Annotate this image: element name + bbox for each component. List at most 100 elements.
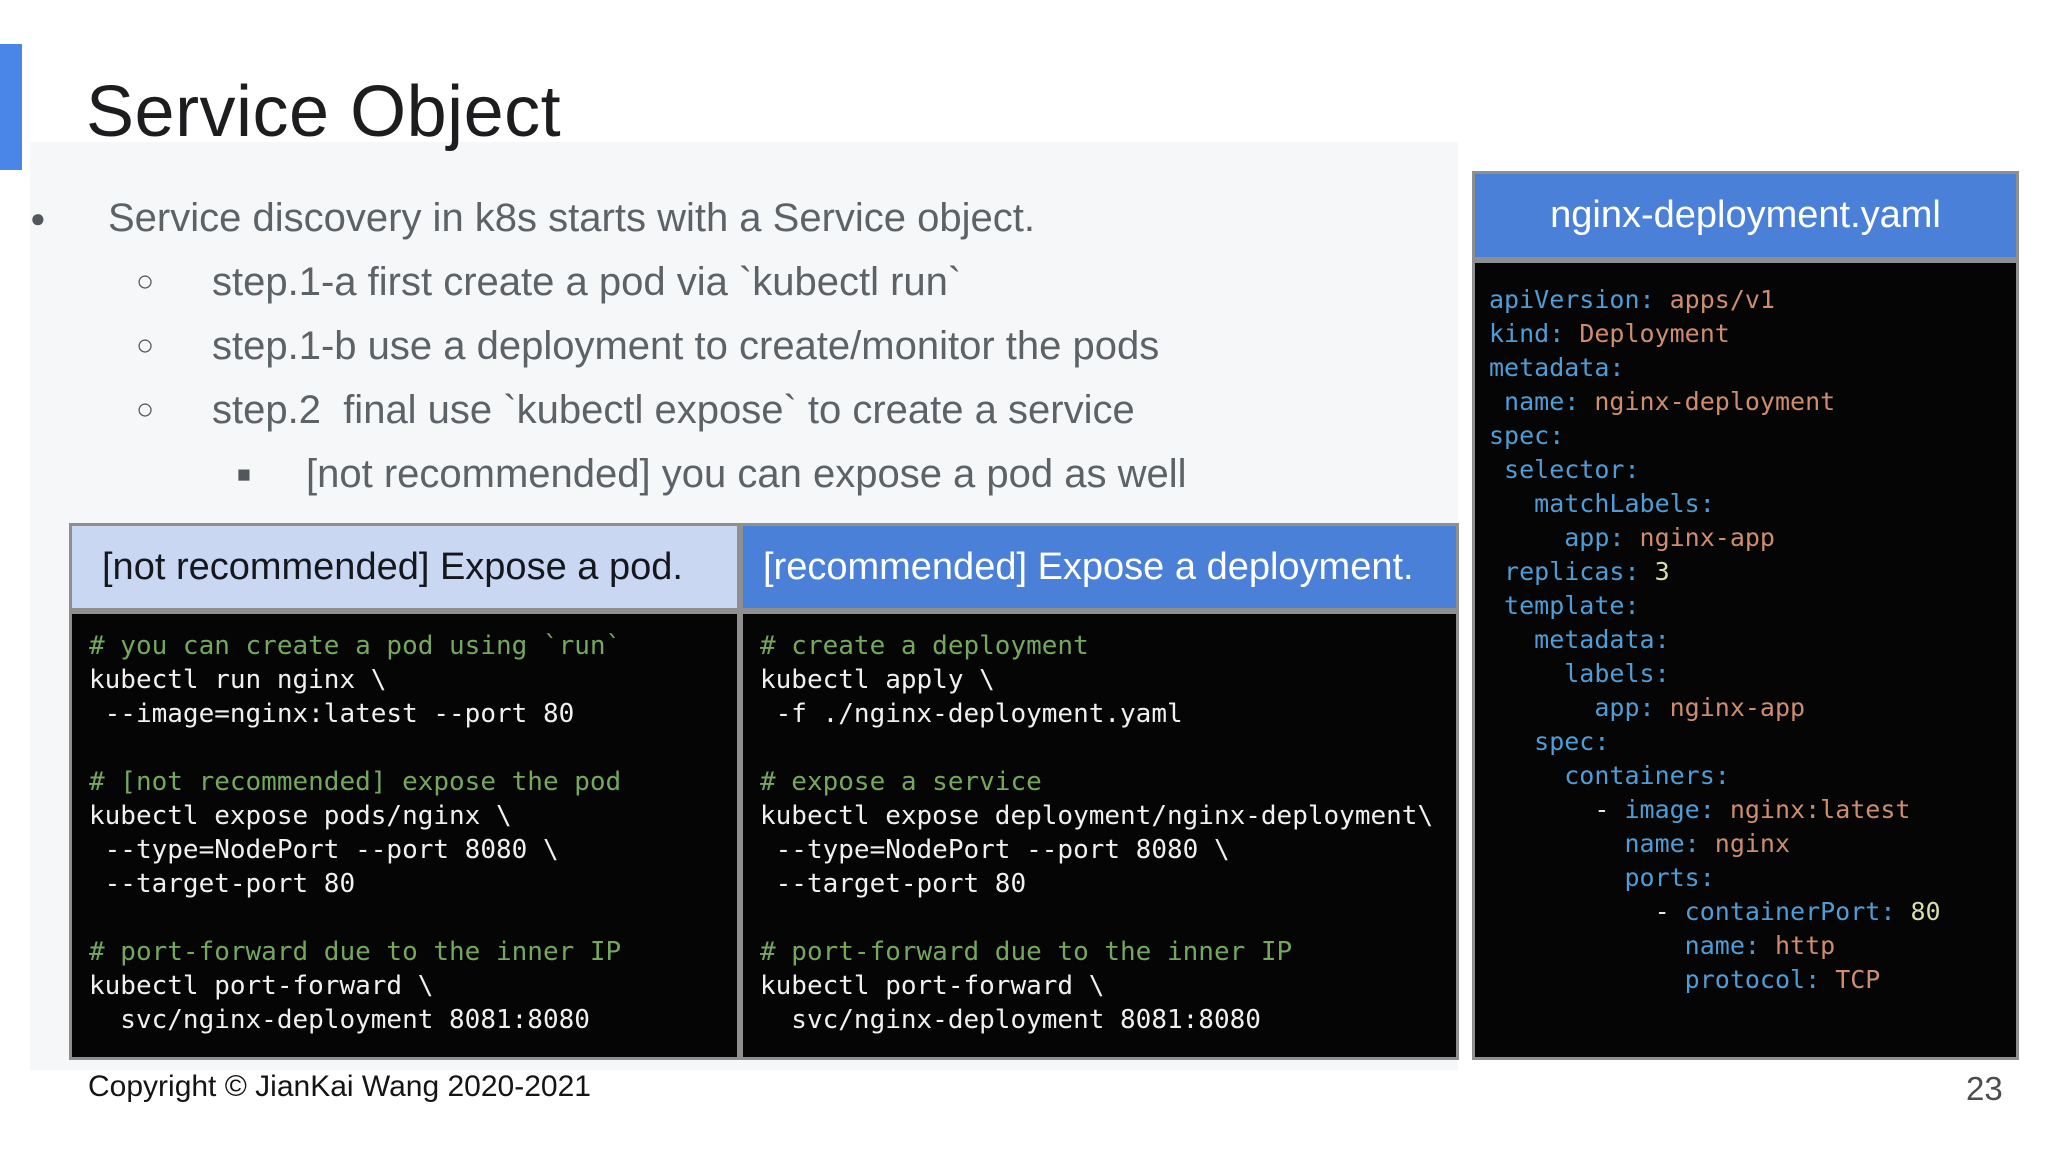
bullet-text: step.1-b use a deployment to create/moni… bbox=[212, 324, 1160, 368]
table-header-not-recommended: [not recommended] Expose a pod. bbox=[69, 523, 740, 611]
yaml-token-yk: app: bbox=[1489, 523, 1625, 552]
yaml-token-yp: - bbox=[1489, 897, 1685, 926]
yaml-token-yk: containerPort: bbox=[1684, 897, 1896, 926]
yaml-token-yv: nginx:latest bbox=[1714, 795, 1911, 824]
bullet-text: step.1-a first create a pod via `kubectl… bbox=[212, 260, 962, 304]
yaml-token-yn: 80 bbox=[1895, 897, 1941, 926]
page-title: Service Object bbox=[86, 72, 562, 152]
table-header-recommended: [recommended] Expose a deployment. bbox=[740, 523, 1459, 611]
code-line: # port-forward due to the inner IP bbox=[89, 937, 622, 967]
yaml-line: metadata: bbox=[1489, 351, 2016, 385]
yaml-line: apiVersion: apps/v1 bbox=[1489, 283, 2016, 317]
code-line bbox=[89, 901, 737, 935]
yaml-line: name: http bbox=[1489, 929, 2016, 963]
code-line: # you can create a pod using `run` bbox=[89, 631, 622, 661]
yaml-token-yk: kind: bbox=[1489, 319, 1565, 348]
code-line: --target-port 80 bbox=[760, 869, 1027, 899]
yaml-token-yk: spec: bbox=[1489, 727, 1610, 756]
table-header-label: [not recommended] Expose a pod. bbox=[102, 545, 683, 588]
bullet-marker: ○ bbox=[136, 329, 155, 362]
yaml-token-yk: name: bbox=[1489, 387, 1580, 416]
yaml-line: name: nginx bbox=[1489, 827, 2016, 861]
code-line: kubectl expose pods/nginx \ bbox=[89, 801, 512, 831]
code-line: kubectl expose deployment/nginx-deployme… bbox=[760, 801, 1434, 831]
yaml-line: kind: Deployment bbox=[1489, 317, 2016, 351]
yaml-token-yk: name: bbox=[1489, 931, 1760, 960]
yaml-line: protocol: TCP bbox=[1489, 963, 2016, 997]
yaml-line: app: nginx-app bbox=[1489, 521, 2016, 555]
yaml-line: ports: bbox=[1489, 861, 2016, 895]
bullet-marker: ■ bbox=[237, 461, 251, 487]
bullet-marker: ● bbox=[30, 203, 46, 233]
bullet-text: Service discovery in k8s starts with a S… bbox=[108, 196, 1036, 240]
yaml-token-yv: http bbox=[1759, 931, 1836, 960]
yaml-line: replicas: 3 bbox=[1489, 555, 2016, 589]
yaml-token-yk: selector: bbox=[1489, 455, 1640, 484]
yaml-token-yn: 3 bbox=[1639, 557, 1670, 586]
code-line: kubectl port-forward \ bbox=[89, 971, 434, 1001]
code-line: --type=NodePort --port 8080 \ bbox=[760, 835, 1230, 865]
code-line: svc/nginx-deployment 8081:8080 bbox=[89, 1005, 590, 1035]
code-line: kubectl apply \ bbox=[760, 665, 995, 695]
yaml-token-yk: template: bbox=[1489, 591, 1640, 620]
yaml-token-yk: image: bbox=[1624, 795, 1715, 824]
code-line: --image=nginx:latest --port 80 bbox=[89, 699, 575, 729]
code-line bbox=[89, 731, 737, 765]
yaml-line: metadata: bbox=[1489, 623, 2016, 657]
code-line: # expose a service bbox=[760, 767, 1042, 797]
yaml-token-yk: replicas: bbox=[1489, 557, 1640, 586]
yaml-token-yk: app: bbox=[1489, 693, 1655, 722]
code-line: kubectl port-forward \ bbox=[760, 971, 1105, 1001]
yaml-line: app: nginx-app bbox=[1489, 691, 2016, 725]
yaml-line: labels: bbox=[1489, 657, 2016, 691]
yaml-token-yk: protocol: bbox=[1489, 965, 1821, 994]
yaml-token-yv: nginx-app bbox=[1654, 693, 1806, 722]
code-line: # create a deployment bbox=[760, 631, 1089, 661]
yaml-token-yv: nginx bbox=[1699, 829, 1791, 858]
yaml-line: spec: bbox=[1489, 725, 2016, 759]
copyright-text: Copyright © JianKai Wang 2020-2021 bbox=[88, 1070, 591, 1103]
code-line: # [not recommended] expose the pod bbox=[89, 767, 622, 797]
yaml-line: selector: bbox=[1489, 453, 2016, 487]
yaml-token-yv: nginx-deployment bbox=[1579, 387, 1836, 416]
yaml-line: - image: nginx:latest bbox=[1489, 793, 2016, 827]
code-line: # port-forward due to the inner IP bbox=[760, 937, 1293, 967]
bullet-item: ○ step.1-b use a deployment to create/mon… bbox=[0, 314, 1450, 378]
yaml-line: containers: bbox=[1489, 759, 2016, 793]
yaml-token-yp: - bbox=[1489, 795, 1625, 824]
yaml-token-yk: spec: bbox=[1489, 421, 1565, 450]
code-line: --type=NodePort --port 8080 \ bbox=[89, 835, 559, 865]
yaml-token-yk: metadata: bbox=[1489, 625, 1670, 654]
bullet-text: [not recommended] you can expose a pod a… bbox=[306, 452, 1187, 496]
yaml-line: template: bbox=[1489, 589, 2016, 623]
code-line bbox=[760, 901, 1456, 935]
bullet-text: step.2 final use `kubectl expose` to cre… bbox=[212, 388, 1135, 432]
bullet-item: ● Service discovery in k8s starts with a … bbox=[0, 186, 1450, 250]
yaml-token-yk: metadata: bbox=[1489, 353, 1625, 382]
yaml-token-yk: apiVersion: bbox=[1489, 285, 1655, 314]
yaml-token-yv: apps/v1 bbox=[1654, 285, 1775, 314]
yaml-token-yk: matchLabels: bbox=[1489, 489, 1715, 518]
yaml-token-yk: name: bbox=[1489, 829, 1700, 858]
bullet-item: ○ step.2 final use `kubectl expose` to cr… bbox=[0, 378, 1450, 442]
bullet-list: ● Service discovery in k8s starts with a … bbox=[0, 186, 1450, 506]
yaml-token-yk: containers: bbox=[1489, 761, 1730, 790]
bullet-marker: ○ bbox=[136, 393, 155, 426]
code-line: kubectl run nginx \ bbox=[89, 665, 387, 695]
bullet-item: ■ [not recommended] you can expose a pod … bbox=[0, 442, 1450, 506]
yaml-token-yv: TCP bbox=[1820, 965, 1881, 994]
yaml-token-yv: Deployment bbox=[1564, 319, 1730, 348]
yaml-filename-header: nginx-deployment.yaml bbox=[1472, 171, 2019, 260]
yaml-line: matchLabels: bbox=[1489, 487, 2016, 521]
code-line bbox=[760, 731, 1456, 765]
yaml-token-yv: nginx-app bbox=[1624, 523, 1775, 552]
code-line: svc/nginx-deployment 8081:8080 bbox=[760, 1005, 1261, 1035]
yaml-line: spec: bbox=[1489, 419, 2016, 453]
page-number: 23 bbox=[1966, 1070, 2003, 1107]
table-header-label: [recommended] Expose a deployment. bbox=[763, 545, 1414, 588]
yaml-line: - containerPort: 80 bbox=[1489, 895, 2016, 929]
bullet-marker: ○ bbox=[136, 265, 155, 298]
